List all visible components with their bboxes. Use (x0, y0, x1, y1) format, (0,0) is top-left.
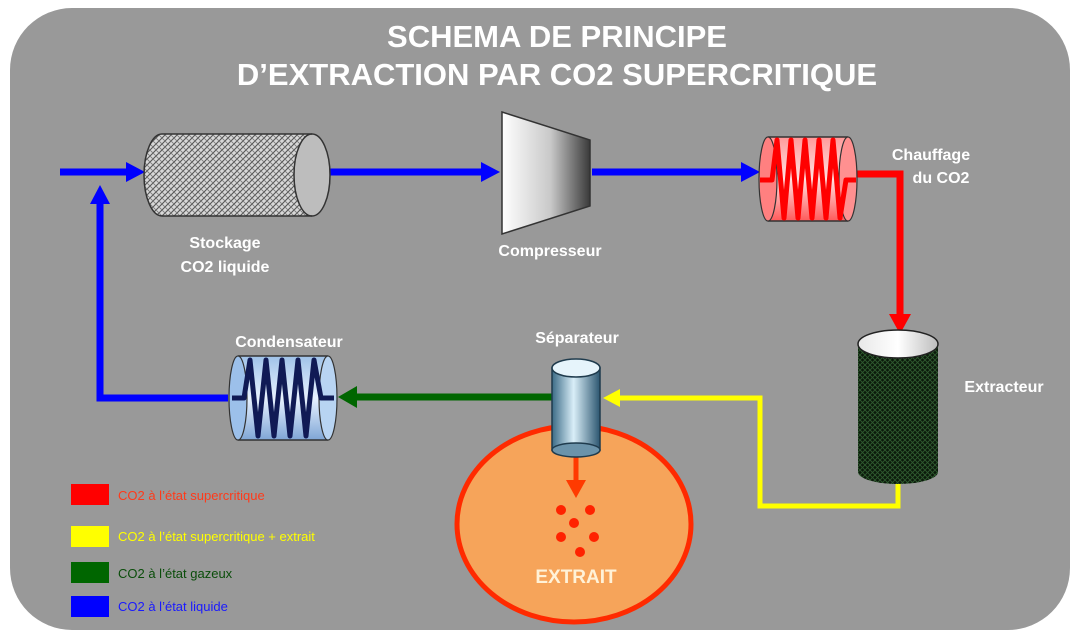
legend-label-liquid: CO2 à l’état liquide (118, 599, 228, 614)
separator-label: Séparateur (535, 330, 619, 347)
legend-label-gaseous: CO2 à l’état gazeux (118, 566, 233, 581)
legend-swatch-gaseous (71, 562, 109, 583)
gaseous-pipe (338, 386, 552, 408)
supercritical-extract-pipe (603, 389, 901, 509)
heater-label-line-2: du CO2 (913, 170, 970, 187)
legend-label-supercritical-extract: CO2 à l’état supercritique + extrait (118, 529, 315, 544)
supercritical-pipe (855, 170, 911, 334)
legend-swatch-supercritical-extract (71, 526, 109, 547)
title-line-1: SCHEMA DE PRINCIPE (387, 19, 727, 54)
heater-label-line-1: Chauffage (892, 147, 970, 164)
condenser-label: Condensateur (235, 334, 343, 351)
legend-swatch-liquid (71, 596, 109, 617)
stockage-label-line-2: CO2 liquide (181, 259, 270, 276)
compressor-icon (501, 110, 591, 236)
extractor-vessel-icon (857, 329, 939, 484)
condenser-coil-icon (228, 355, 338, 441)
legend-label-supercritical: CO2 à l’état supercritique (118, 488, 265, 503)
extract-label: EXTRAIT (535, 567, 617, 588)
stockage-tank (143, 133, 331, 217)
extract-droplets (556, 505, 599, 557)
compressor-label: Compresseur (498, 243, 601, 260)
title-line-2: D’EXTRACTION PAR CO2 SUPERCRITIQUE (237, 57, 877, 92)
liquid-arrowheads (90, 162, 760, 204)
liquid-pipe (60, 168, 748, 402)
extractor-label: Extracteur (964, 379, 1043, 396)
legend-swatch-supercritical (71, 484, 109, 505)
legend: CO2 à l’état supercritique CO2 à l’état … (71, 484, 315, 617)
separator-vessel-icon (551, 358, 601, 458)
stockage-label-line-1: Stockage (189, 235, 260, 252)
heater-coil-icon (758, 136, 858, 222)
